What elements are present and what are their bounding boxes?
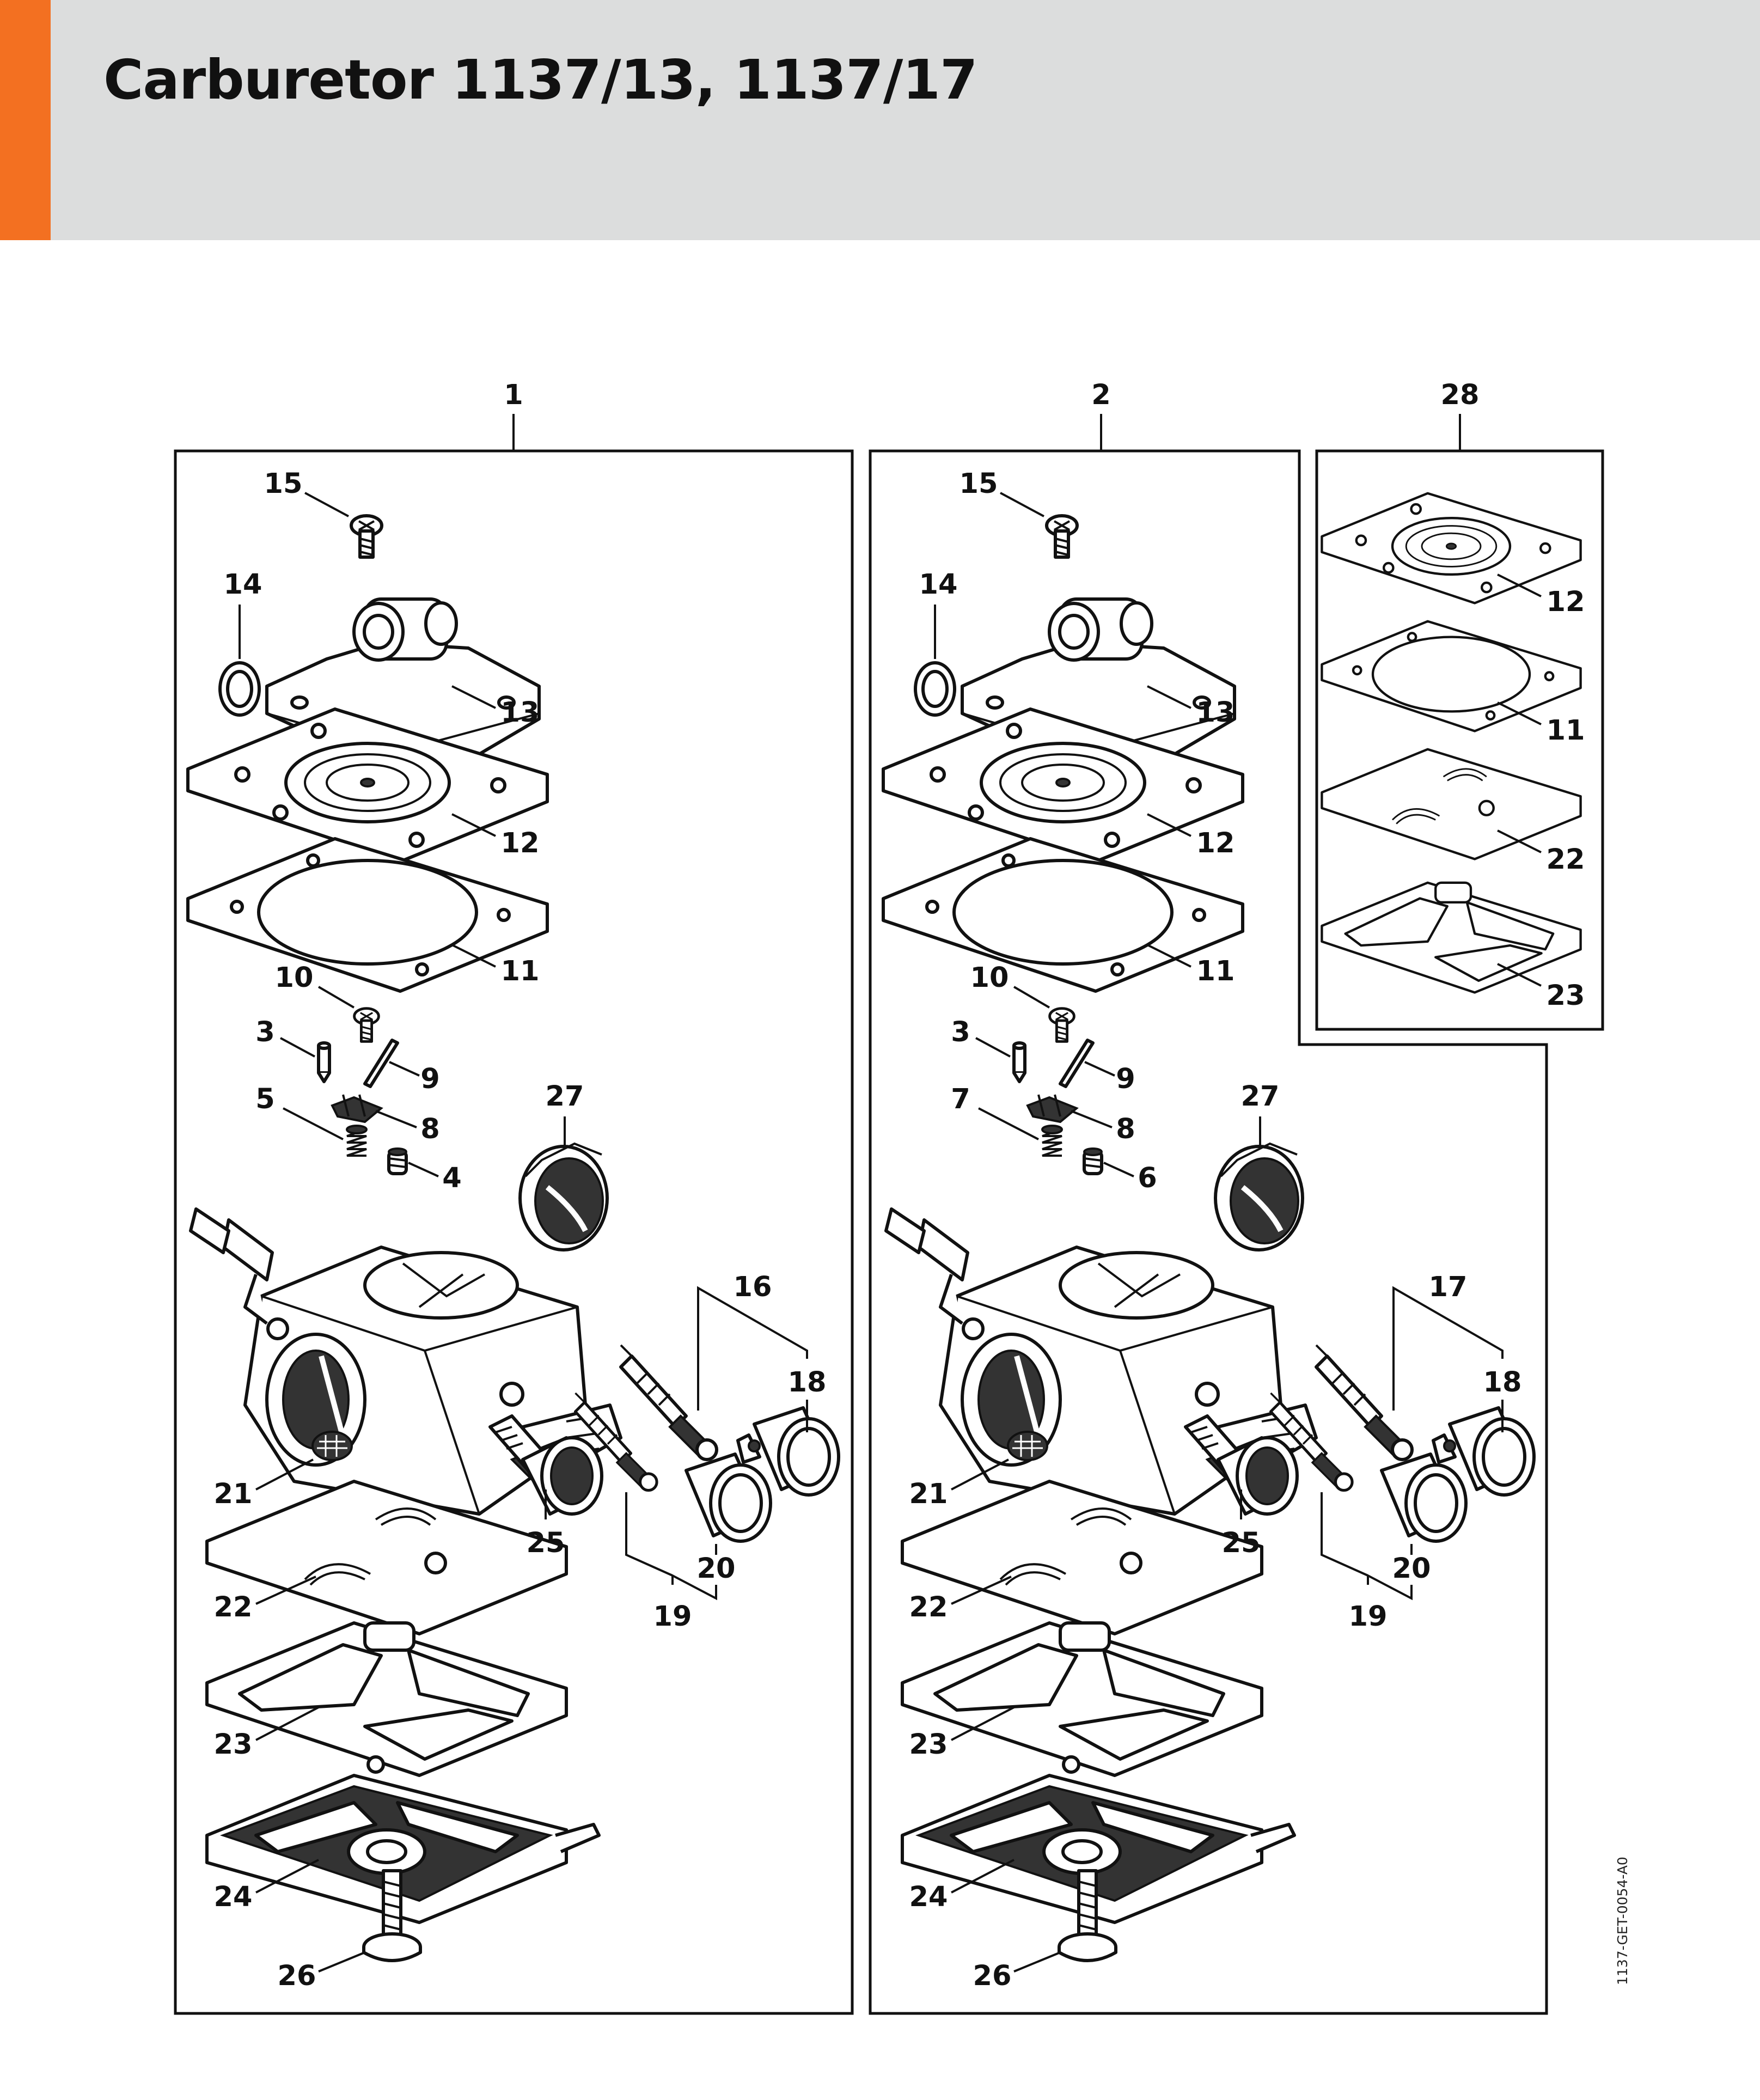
callout-a-12: 12 [501, 827, 540, 859]
callout-b-6: 6 [1138, 1162, 1157, 1194]
callout-a-5: 5 [255, 1083, 275, 1115]
group-frame-2 [869, 449, 1548, 2015]
panel-group-2: 15 14 13 12 11 10 3 9 7 8 6 27 17 18 21 … [883, 468, 1534, 1992]
group-label-2: 2 [1091, 379, 1111, 411]
callout-b-13: 13 [1196, 697, 1235, 729]
panel-group-1: 15 14 13 12 11 10 3 9 5 8 4 27 16 18 21 … [188, 468, 839, 1992]
callout-b-3: 3 [951, 1016, 970, 1048]
callout-b-17: 17 [1429, 1271, 1468, 1303]
callout-a-9: 9 [420, 1063, 440, 1095]
callout-a-15: 15 [264, 468, 303, 500]
callout-a-23: 23 [214, 1729, 253, 1761]
header-bar [0, 0, 1760, 240]
callout-b-23: 23 [909, 1729, 948, 1761]
callout-a-26: 26 [278, 1960, 316, 1992]
callout-b-19: 19 [1349, 1601, 1388, 1633]
callout-a-8: 8 [420, 1113, 440, 1145]
group-label-1: 1 [504, 379, 523, 411]
callout-a-4: 4 [442, 1162, 462, 1194]
callout-b-11: 11 [1196, 955, 1235, 987]
callout-a-24: 24 [214, 1881, 253, 1913]
callout-a-25: 25 [527, 1527, 565, 1559]
callout-b-7: 7 [951, 1083, 970, 1115]
callout-c-11: 11 [1547, 715, 1585, 747]
callout-a-20: 20 [697, 1553, 736, 1585]
callout-b-21: 21 [909, 1478, 948, 1510]
callout-a-27: 27 [546, 1080, 584, 1113]
callout-b-10: 10 [970, 962, 1009, 994]
callout-a-21: 21 [214, 1478, 253, 1510]
callout-a-22: 22 [214, 1591, 253, 1623]
callout-b-20: 20 [1392, 1553, 1431, 1585]
callout-b-9: 9 [1116, 1063, 1135, 1095]
callout-b-12: 12 [1196, 827, 1235, 859]
group-frame-1 [174, 449, 854, 2015]
callout-a-10: 10 [275, 962, 314, 994]
callout-a-19: 19 [653, 1601, 692, 1633]
drawing-code: 1137-GET-0054-A0 [1615, 1857, 1630, 1985]
callout-c-23: 23 [1547, 980, 1585, 1012]
callout-b-18: 18 [1483, 1366, 1522, 1399]
callout-a-13: 13 [501, 697, 540, 729]
callout-b-15: 15 [960, 468, 998, 500]
group-frame-28 [1315, 449, 1604, 1031]
callout-b-22: 22 [909, 1591, 948, 1623]
group-label-28: 28 [1441, 379, 1480, 411]
callout-b-25: 25 [1222, 1527, 1261, 1559]
callout-b-24: 24 [909, 1881, 948, 1913]
header-accent-stripe [0, 0, 51, 240]
callout-a-18: 18 [788, 1366, 827, 1399]
callout-a-11: 11 [501, 955, 540, 987]
callout-a-3: 3 [255, 1016, 275, 1048]
callout-b-26: 26 [973, 1960, 1012, 1992]
callout-c-22: 22 [1547, 844, 1585, 876]
callout-b-27: 27 [1241, 1080, 1280, 1113]
callout-b-8: 8 [1116, 1113, 1135, 1145]
page-title: Carburetor 1137/13, 1137/17 [103, 48, 978, 112]
callout-b-14: 14 [919, 569, 958, 601]
panel-group-28: 12 11 22 23 [1322, 493, 1585, 1012]
callout-c-12: 12 [1547, 586, 1585, 618]
callout-a-14: 14 [224, 569, 262, 601]
callout-a-16: 16 [734, 1271, 772, 1303]
